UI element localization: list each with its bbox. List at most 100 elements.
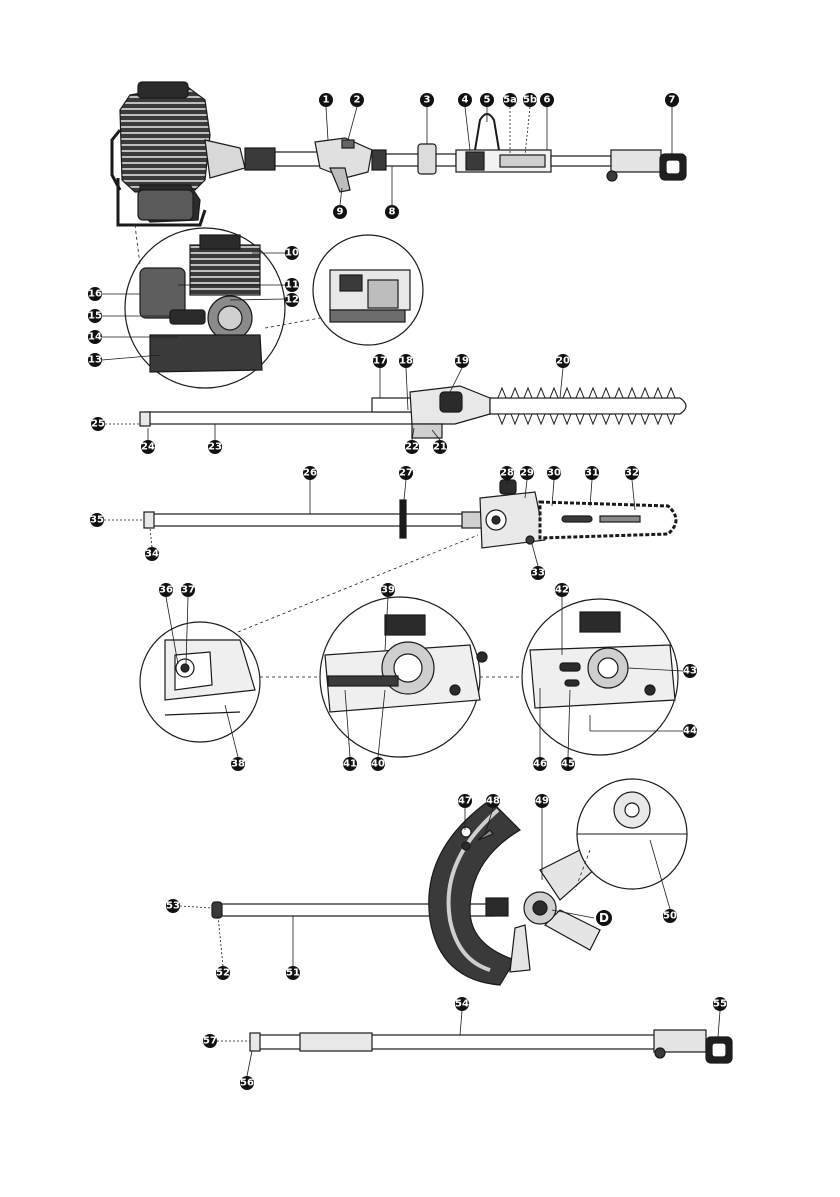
callout-number: 41 [343, 759, 357, 770]
blade-tooth [511, 414, 519, 424]
saw-detail-circle-right [522, 599, 678, 755]
callout-38: 38 [231, 757, 245, 771]
callout-number: 17 [373, 356, 387, 367]
callout-number: 27 [399, 468, 413, 479]
callout-19: 19 [455, 354, 469, 368]
callout-33: 33 [531, 566, 545, 580]
callout-number: 30 [547, 468, 561, 479]
callout-22: 22 [405, 440, 419, 454]
callout-number: 1 [323, 95, 330, 106]
callout-number: 19 [455, 356, 469, 367]
engine-unit [112, 82, 210, 225]
callout-number: 24 [141, 442, 155, 453]
blade-tooth [563, 414, 571, 424]
callout-number: 5 [484, 95, 491, 106]
callout-55: 55 [713, 997, 727, 1011]
blade-tooth [563, 388, 571, 398]
callout-37: 37 [181, 583, 195, 597]
callout-8: 8 [385, 205, 399, 219]
callout-number: 7 [669, 95, 676, 106]
callout-46: 46 [533, 757, 547, 771]
callout-18: 18 [399, 354, 413, 368]
callout-number: 22 [405, 442, 419, 453]
callout-number: 10 [285, 248, 299, 259]
callout-4: 4 [458, 93, 472, 107]
callout-36: 36 [159, 583, 173, 597]
callout-42: 42 [555, 583, 569, 597]
callout-number: 9 [337, 207, 344, 218]
callout-25: 25 [91, 417, 105, 431]
callout-32: 32 [625, 466, 639, 480]
callout-number: 11 [285, 280, 299, 291]
blade-tooth [615, 388, 623, 398]
callout-number: 5a [503, 95, 517, 106]
callout-20: 20 [556, 354, 570, 368]
callout-number: 26 [303, 468, 317, 479]
callout-34: 34 [145, 547, 159, 561]
callout-number: 32 [625, 468, 639, 479]
blade-tooth [576, 414, 584, 424]
callout-1: 1 [319, 93, 333, 107]
callout-9: 9 [333, 205, 347, 219]
callout-17: 17 [373, 354, 387, 368]
blade-tooth [602, 388, 610, 398]
callout-48: 48 [486, 794, 500, 808]
blade-tooth [667, 414, 675, 424]
blade-tooth [550, 414, 558, 424]
callout-number: 55 [713, 999, 727, 1010]
letter-marker-label: D [599, 911, 609, 925]
callout-number: 40 [371, 759, 385, 770]
callout-7: 7 [665, 93, 679, 107]
callout-40: 40 [371, 757, 385, 771]
callout-number: 25 [91, 419, 105, 430]
callout-number: 43 [683, 666, 697, 677]
callout-number: 16 [88, 289, 102, 300]
callout-number: 52 [216, 968, 230, 979]
callout-number: 35 [90, 515, 104, 526]
blade-tooth [524, 388, 532, 398]
callout-43: 43 [683, 664, 697, 678]
callout-number: 57 [203, 1036, 217, 1047]
callout-number: 6 [544, 95, 551, 106]
blade-tooth [654, 414, 662, 424]
callout-number: 48 [486, 796, 500, 807]
callout-number: 37 [181, 585, 195, 596]
callout-number: 8 [389, 207, 396, 218]
callout-number: 5b [523, 95, 537, 106]
callout-54: 54 [455, 997, 469, 1011]
callout-53: 53 [166, 899, 180, 913]
callout-number: 45 [561, 759, 575, 770]
blade-tooth [628, 388, 636, 398]
carburetor-detail-circle [313, 235, 423, 345]
callout-47: 47 [458, 794, 472, 808]
callout-41: 41 [343, 757, 357, 771]
blade-tooth [654, 388, 662, 398]
callout-27: 27 [399, 466, 413, 480]
callout-14: 14 [88, 330, 102, 344]
saw-detail-circle-middle [320, 597, 487, 757]
callout-number: 36 [159, 585, 173, 596]
callout-30: 30 [547, 466, 561, 480]
callout-number: 13 [88, 355, 102, 366]
callout-number: 14 [88, 332, 102, 343]
callout-number: 50 [663, 911, 677, 922]
pole-saw-attachment [144, 480, 676, 548]
blade-tooth [602, 414, 610, 424]
callout-24: 24 [141, 440, 155, 454]
callout-number: 56 [240, 1078, 254, 1089]
callout-number: 47 [458, 796, 472, 807]
callout-number: 33 [531, 568, 545, 579]
callout-number: 3 [424, 95, 431, 106]
callout-12: 12 [285, 293, 299, 307]
callout-21: 21 [433, 440, 447, 454]
callout-number: 4 [462, 95, 469, 106]
callout-number: 46 [533, 759, 547, 770]
blade-tooth [615, 414, 623, 424]
callout-6: 6 [540, 93, 554, 107]
blade-tooth [641, 414, 649, 424]
callout-26: 26 [303, 466, 317, 480]
callout-number: 31 [585, 468, 599, 479]
blade-tooth [498, 414, 506, 424]
